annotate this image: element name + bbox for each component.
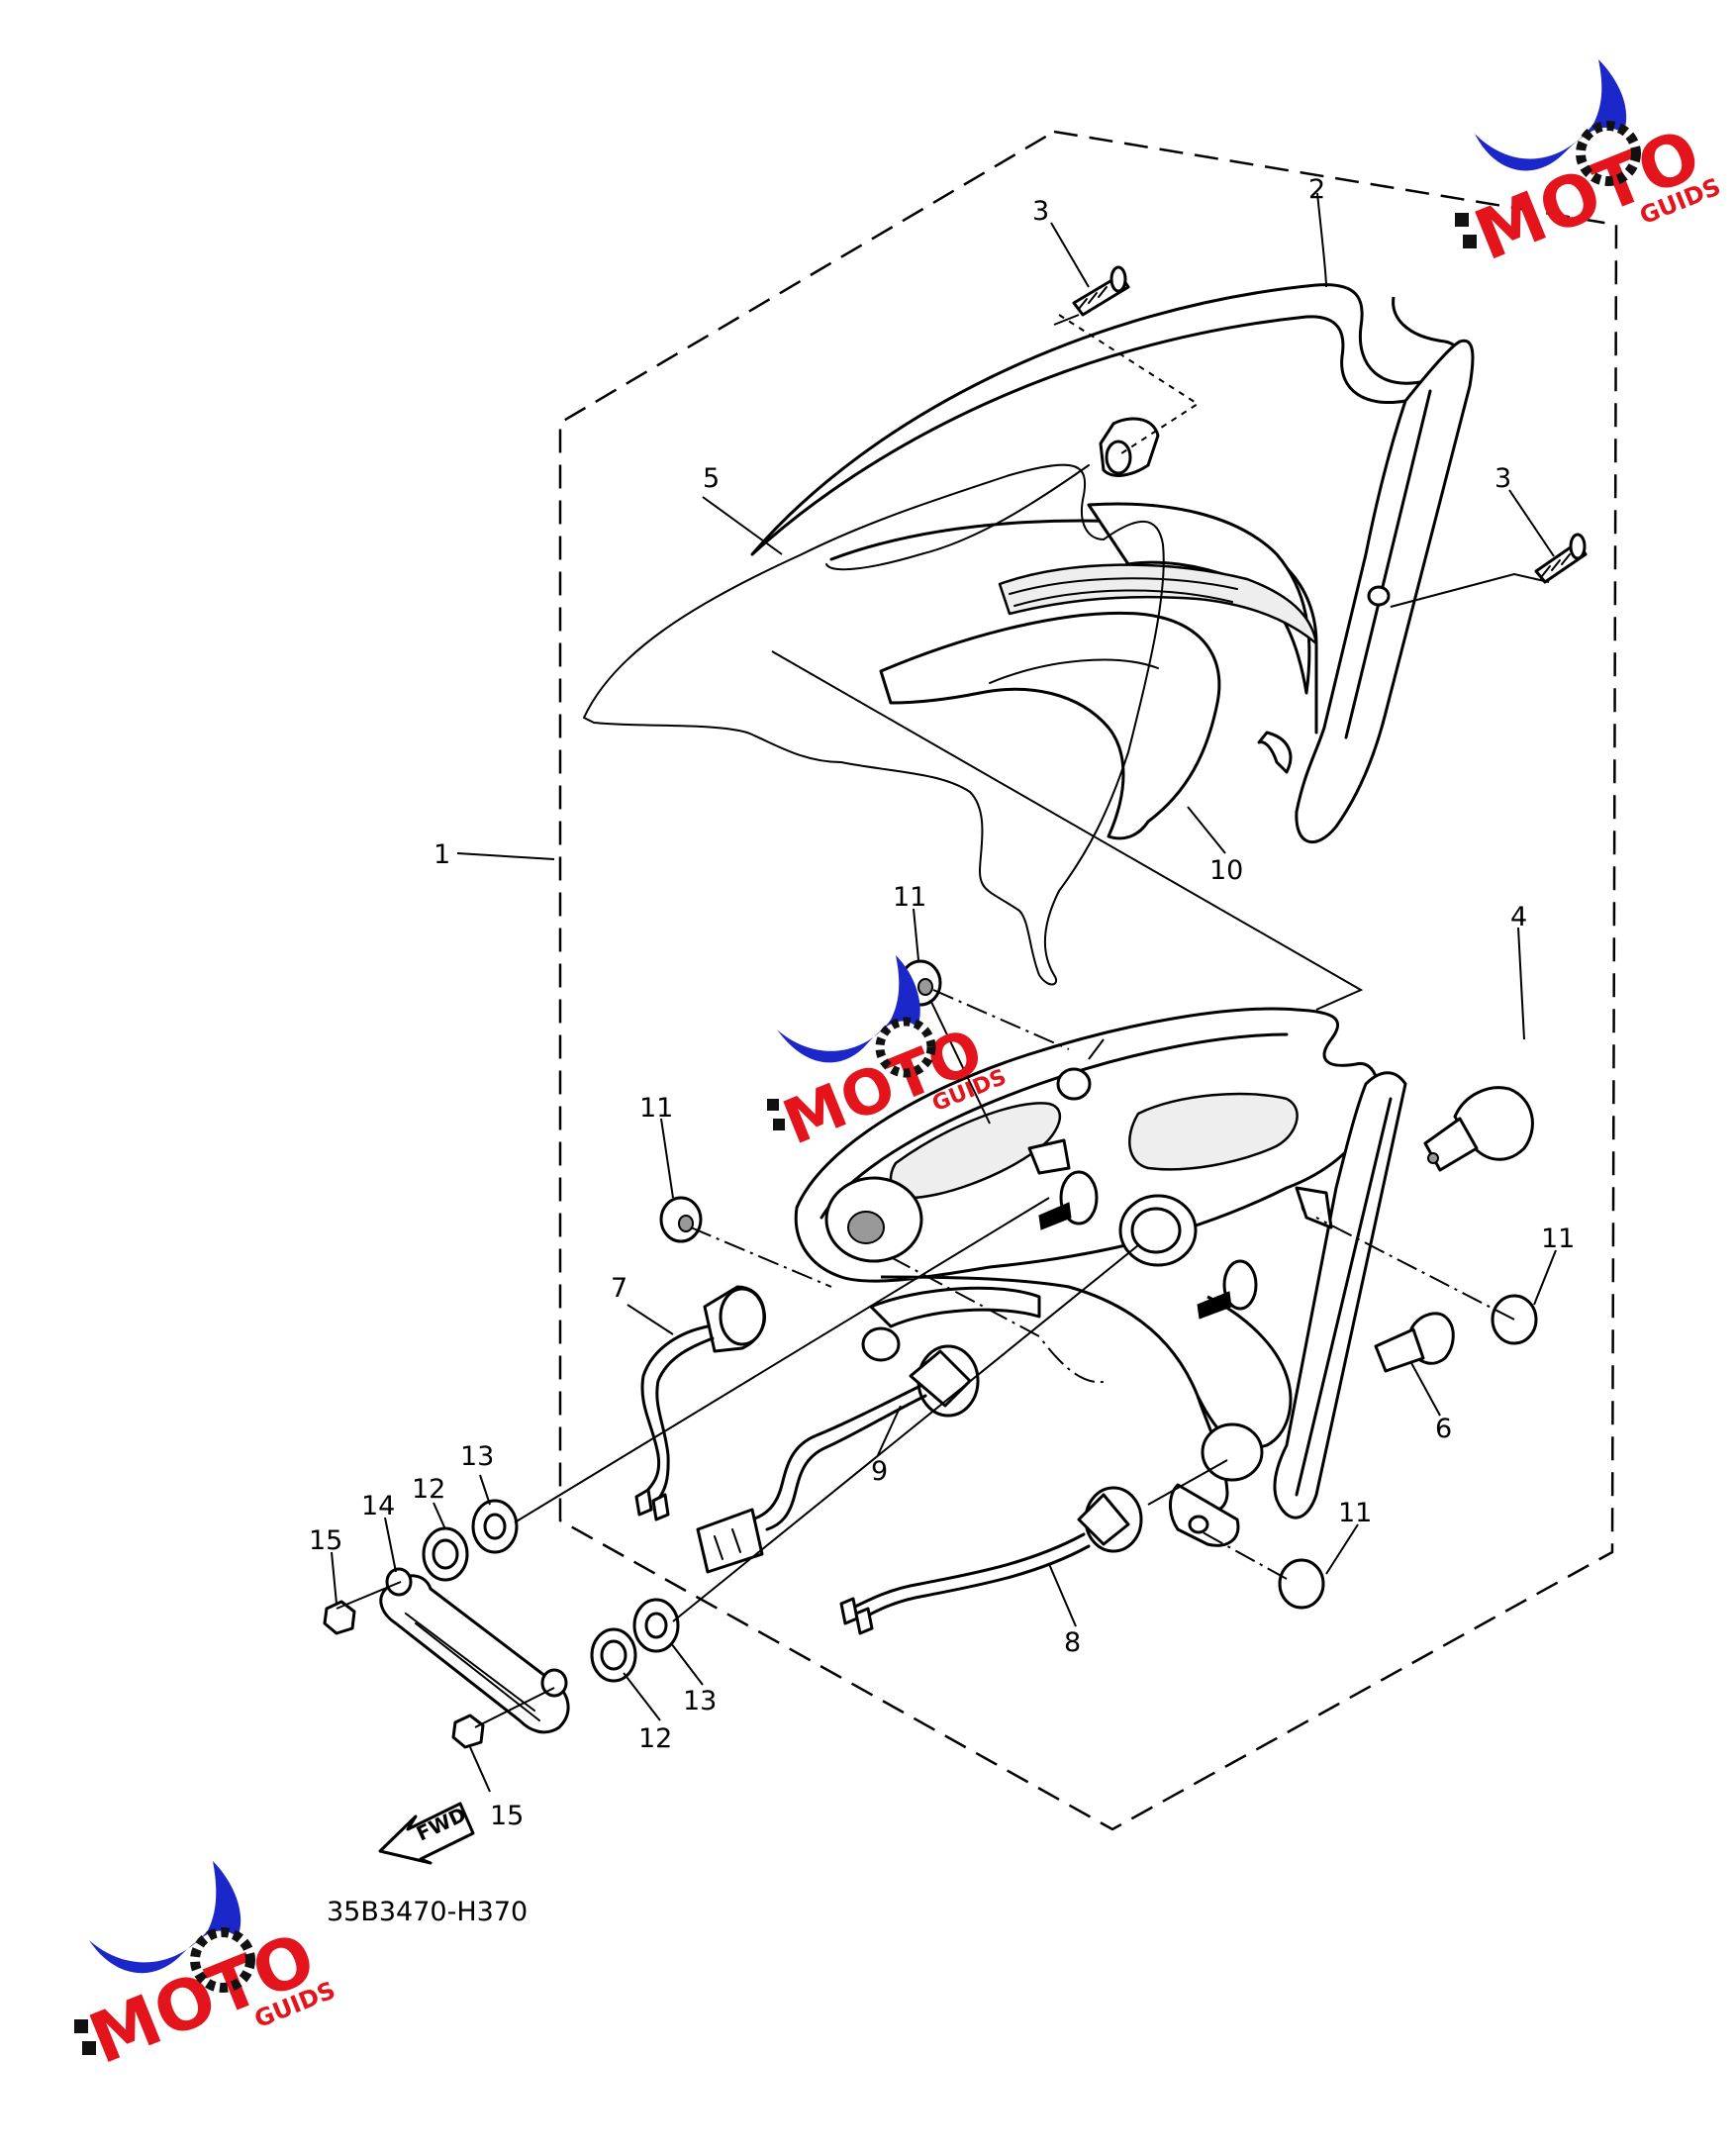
- label-part-15b: 15: [490, 1801, 524, 1831]
- seal-part-5: [583, 463, 1165, 986]
- label-part-3a: 3: [1032, 196, 1049, 227]
- part-labels: 1 2 3 3 4 5 6 7 8 9 10 11 11 11 11 12 12…: [309, 174, 1575, 1831]
- watermark-logo-bottom-left: MOTO GUIDS: [74, 1861, 339, 2080]
- fwd-arrow: FWD: [378, 1802, 475, 1865]
- label-part-13b: 13: [683, 1686, 717, 1716]
- label-part-9: 9: [871, 1456, 888, 1487]
- label-part-4: 4: [1510, 902, 1527, 932]
- hardware-washers: [422, 1499, 680, 1683]
- harness-part-8: [839, 1486, 1143, 1635]
- label-part-2: 2: [1308, 174, 1325, 205]
- grommet-part-11: [659, 959, 1538, 1610]
- assembly-boundary: [558, 130, 1618, 1831]
- label-part-11d: 11: [1338, 1498, 1372, 1528]
- label-part-13a: 13: [460, 1441, 494, 1472]
- label-part-3b: 3: [1494, 463, 1511, 494]
- bulb-part-4: [1423, 1086, 1534, 1172]
- label-part-11a: 11: [893, 882, 926, 913]
- bulb-part-6: [1374, 1312, 1455, 1373]
- alignment-lines: [336, 314, 1550, 1728]
- label-part-7: 7: [611, 1273, 627, 1304]
- label-part-10: 10: [1209, 855, 1243, 886]
- label-part-12a: 12: [412, 1474, 445, 1505]
- harness-part-9: [696, 1344, 980, 1574]
- label-leaders: [331, 192, 1557, 1793]
- diagram-code: 35B3470-H370: [327, 1897, 528, 1927]
- watermark-logo-top-right: MOTO GUIDS: [1455, 59, 1724, 276]
- cover-part-2: [750, 283, 1475, 844]
- label-part-5: 5: [703, 463, 720, 494]
- lens-part-10: [879, 611, 1221, 840]
- housing-assembly: [794, 1007, 1407, 1547]
- socket-on-housing: [1038, 1170, 1258, 1320]
- bracket-part-14: [379, 1567, 570, 1734]
- label-part-15a: 15: [309, 1525, 342, 1556]
- nut-part-15: [323, 1600, 485, 1749]
- harness-part-7: [634, 1285, 767, 1521]
- label-part-11c: 11: [1541, 1224, 1575, 1254]
- label-part-1: 1: [434, 839, 450, 870]
- label-part-14: 14: [361, 1491, 395, 1521]
- label-part-6: 6: [1435, 1414, 1452, 1444]
- label-part-11b: 11: [639, 1093, 673, 1124]
- label-part-8: 8: [1064, 1627, 1081, 1658]
- label-part-12b: 12: [638, 1723, 672, 1754]
- screw-part-3: [1072, 265, 1588, 584]
